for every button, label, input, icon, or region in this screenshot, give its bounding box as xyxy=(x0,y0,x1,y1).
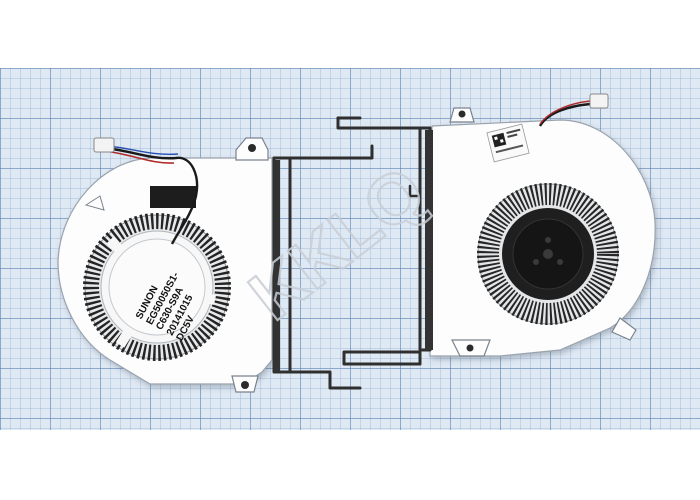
left-fan xyxy=(57,137,273,393)
left-fan-cable xyxy=(103,146,199,245)
left-impeller xyxy=(83,213,231,361)
right-fan xyxy=(429,93,656,357)
foam-pad xyxy=(150,186,196,208)
mounting-bracket xyxy=(272,116,433,390)
right-fan-cable xyxy=(538,102,591,127)
right-connector xyxy=(589,93,609,109)
right-impeller xyxy=(477,183,619,325)
left-connector xyxy=(93,137,115,153)
